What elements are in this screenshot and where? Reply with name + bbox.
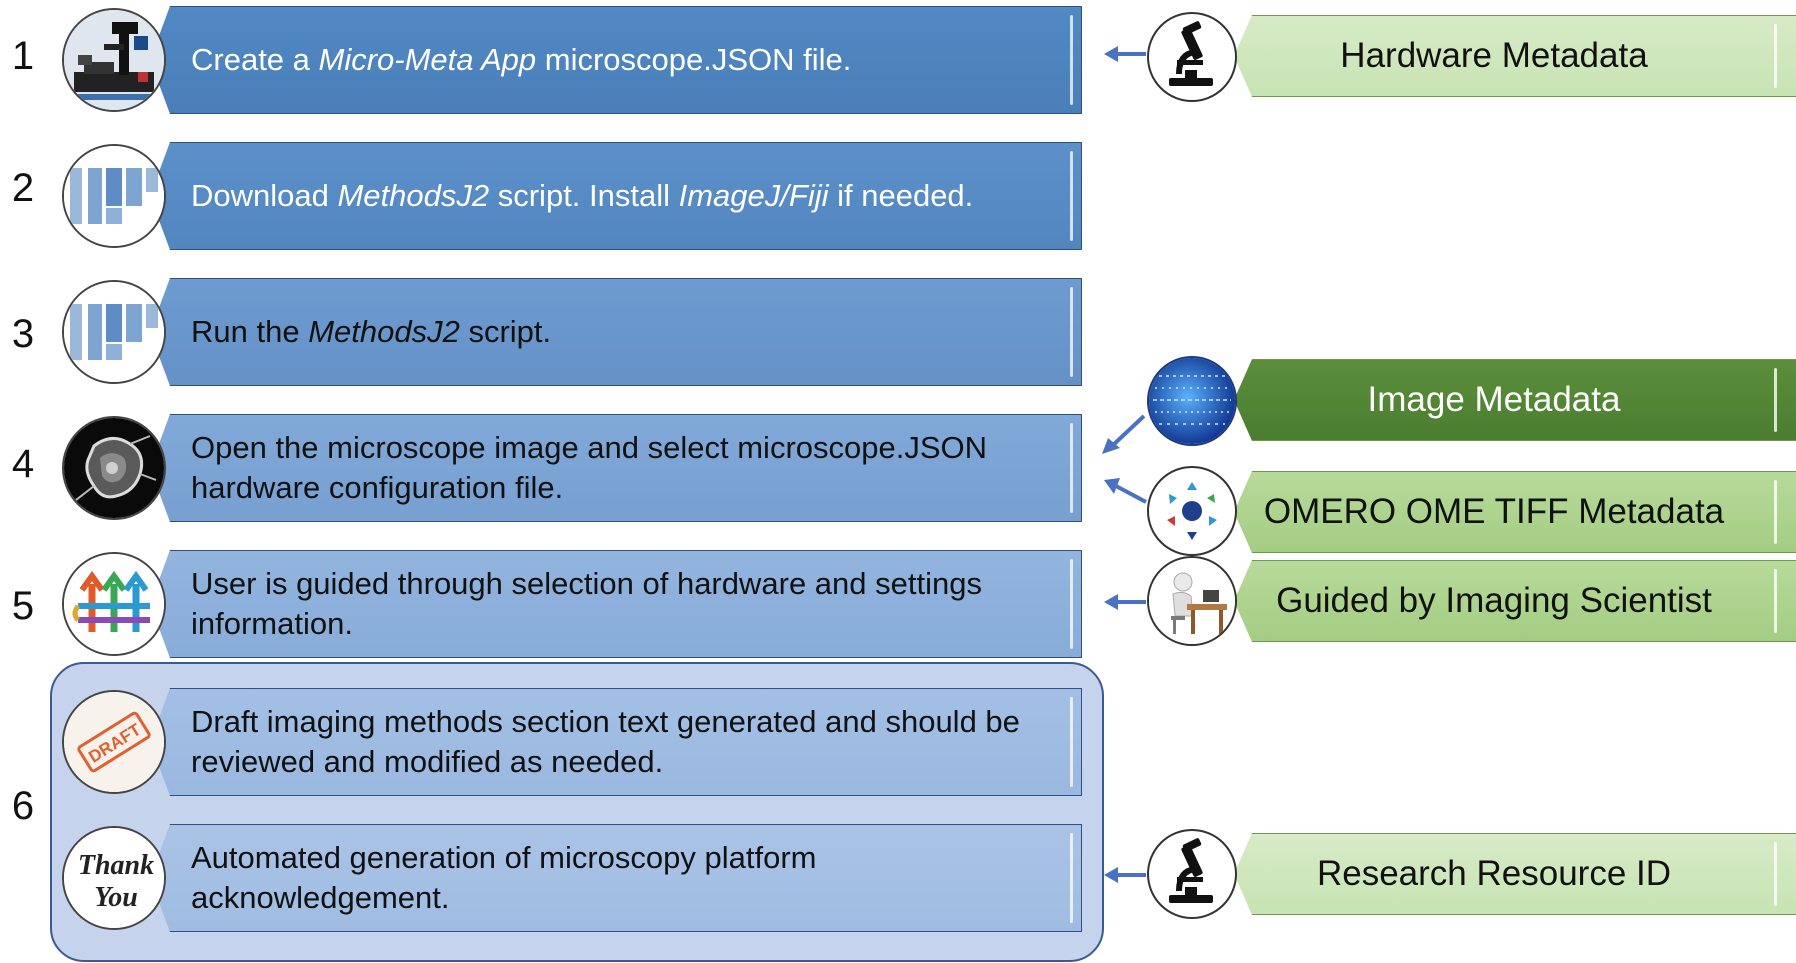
omero-metadata-label: OMERO OME TIFF Metadata: [1263, 492, 1725, 531]
arrow-scientist-to-step-5: [1104, 594, 1146, 610]
arrow-rrid-to-step-7: [1104, 867, 1146, 883]
arrow-omero-to-step-4: [1104, 478, 1147, 504]
step-number-6: 6: [11, 784, 35, 828]
guide-arrows-icon: [62, 552, 166, 656]
omero-logo-icon: [1147, 466, 1237, 556]
thank-you-icon: Thank You: [62, 826, 166, 930]
omero-metadata-box: OMERO OME TIFF Metadata: [1234, 471, 1796, 553]
step-5-box: User is guided through selection of hard…: [150, 550, 1082, 658]
arrow-image-metadata-to-step-4: [1102, 414, 1146, 454]
draft-stamp-icon: DRAFT: [62, 690, 166, 794]
hardware-metadata-box: Hardware Metadata: [1234, 15, 1796, 97]
image-metadata-label: Image Metadata: [1367, 380, 1621, 419]
arrow-hardware-to-step-1: [1104, 46, 1146, 62]
microscope-icon: [1147, 12, 1237, 102]
hardware-metadata-label: Hardware Metadata: [1340, 36, 1648, 75]
step-3-box: Run the MethodsJ2 script.: [150, 278, 1082, 386]
image-metadata-box: Image Metadata: [1234, 359, 1796, 441]
binary-data-icon: [1147, 356, 1237, 446]
step-3-text: Run the MethodsJ2 script.: [191, 313, 552, 349]
microscope-stand-icon: [62, 8, 166, 112]
step-number-5: 5: [11, 584, 35, 628]
research-resource-id-box: Research Resource ID: [1234, 833, 1796, 915]
step-7-box: Automated generation of microscopy platf…: [150, 824, 1082, 932]
step-1-box: Create a Micro-Meta App microscope.JSON …: [150, 6, 1082, 114]
step-5-text: User is guided through selection of hard…: [191, 565, 982, 641]
imaging-scientist-label: Guided by Imaging Scientist: [1276, 581, 1712, 620]
scientist-at-desk-icon: [1147, 556, 1237, 646]
fiji-logo-icon: [62, 144, 166, 248]
step-2-box: Download MethodsJ2 script. Install Image…: [150, 142, 1082, 250]
step-6-box: Draft imaging methods section text gener…: [150, 688, 1082, 796]
fiji-logo-icon: [62, 280, 166, 384]
step-number-2: 2: [11, 166, 35, 210]
you-lettering: You: [94, 882, 138, 913]
step-number-3: 3: [11, 312, 35, 356]
step-4-text: Open the microscope image and select mic…: [191, 429, 988, 505]
cell-image-icon: [62, 416, 166, 520]
step-2-text: Download MethodsJ2 script. Install Image…: [191, 177, 974, 213]
research-resource-id-label: Research Resource ID: [1316, 854, 1672, 893]
thank-lettering: Thank: [78, 850, 154, 881]
step-7-text: Automated generation of microscopy platf…: [191, 839, 817, 915]
imaging-scientist-box: Guided by Imaging Scientist: [1234, 560, 1796, 642]
microscope-icon: [1147, 829, 1237, 919]
step-number-1: 1: [11, 34, 35, 78]
step-6-text: Draft imaging methods section text gener…: [191, 703, 1020, 779]
step-number-4: 4: [11, 442, 35, 486]
step-4-box: Open the microscope image and select mic…: [150, 414, 1082, 522]
step-1-text: Create a Micro-Meta App microscope.JSON …: [191, 41, 852, 77]
